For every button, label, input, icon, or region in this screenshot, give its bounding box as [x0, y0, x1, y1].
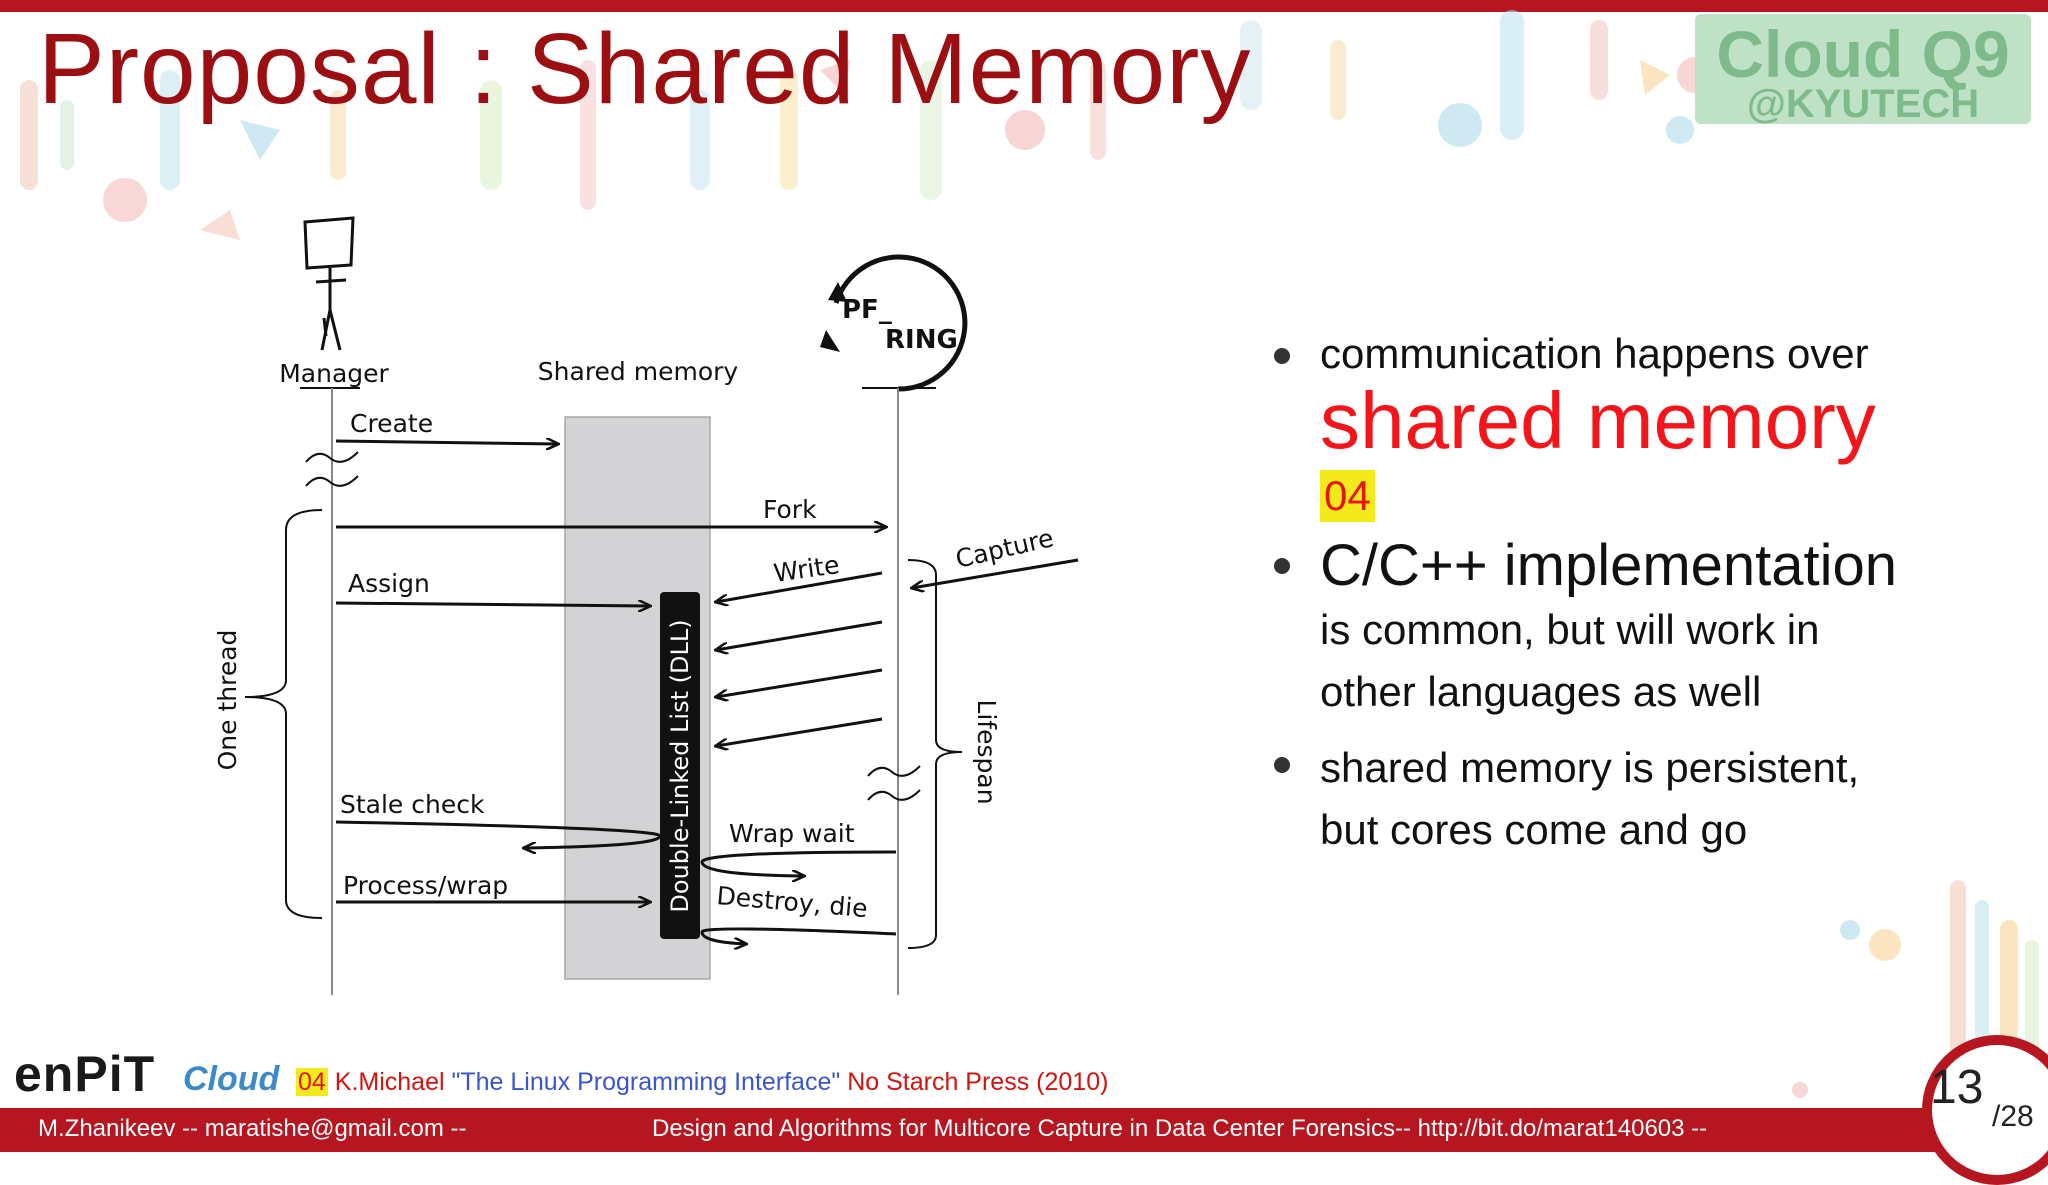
- bullet-2: C/C++ implementation is common, but will…: [1270, 532, 2010, 723]
- one-thread-label: One thread: [213, 630, 242, 771]
- bullet-1: communication happens over shared memory…: [1270, 330, 2010, 522]
- wrap-wait-arrow: [700, 850, 897, 876]
- assign-label: Assign: [348, 569, 430, 598]
- destroy-die-label: Destroy, die: [715, 881, 868, 923]
- bullet-dot-icon: [1274, 757, 1290, 773]
- dll-bar: [660, 592, 700, 939]
- dll-label: Double-Linked List (DLL): [666, 619, 694, 912]
- page-total: /28: [1992, 1100, 2034, 1133]
- logo-main-text: Cloud Q9: [1716, 17, 2010, 91]
- bullet-3-line-1: shared memory is persistent,: [1320, 744, 1860, 791]
- pf-ring-label-2: RING: [885, 325, 958, 355]
- lifespan-brace: [907, 559, 963, 949]
- create-arrow: [335, 441, 558, 444]
- bullet-1-highlight: shared memory: [1320, 376, 1876, 465]
- enpit-logo: enPiT: [14, 1046, 156, 1102]
- stale-check-arrow: [335, 820, 662, 848]
- stale-check-label: Stale check: [340, 790, 485, 819]
- bullet-3-line-2: but cores come and go: [1320, 806, 1748, 853]
- bullet-3: shared memory is persistent, but cores c…: [1270, 737, 2010, 861]
- write-arrow-3: [716, 668, 883, 697]
- break-squiggles: [305, 451, 921, 801]
- shared-memory-label: Shared memory: [538, 357, 739, 386]
- one-thread-brace: [244, 509, 323, 919]
- page-number: 13: [1930, 1061, 1984, 1114]
- reference-publisher: No Starch Press (2010): [847, 1068, 1109, 1096]
- write-arrow-4: [716, 717, 883, 746]
- footer-author: M.Zhanikeev -- maratishe@gmail.com --: [38, 1115, 467, 1142]
- bullet-2-line-1: C/C++ implementation: [1320, 533, 1898, 598]
- manager-label: Manager: [279, 359, 389, 388]
- citation-tag: 04: [1320, 470, 1375, 522]
- cloud-q9-logo: Cloud Q9 @KYUTECH: [1695, 14, 2031, 126]
- bullet-2-line-3: other languages as well: [1320, 668, 1762, 715]
- reference-tag: 04: [296, 1068, 328, 1096]
- write-arrow-2: [716, 620, 883, 650]
- capture-arrow: [912, 558, 1079, 588]
- destroy-die-arrow: [700, 927, 897, 944]
- write-arrow: [716, 571, 883, 602]
- footer-talk-title: Design and Algorithms for Multicore Capt…: [652, 1115, 1708, 1142]
- bottom-bar: [0, 1108, 2048, 1152]
- create-label: Create: [350, 409, 433, 438]
- reference-book: "The Linux Programming Interface": [451, 1068, 841, 1096]
- bullet-2-line-2: is common, but will work in: [1320, 606, 1820, 653]
- top-bar: [0, 0, 2048, 12]
- fork-label: Fork: [763, 495, 817, 524]
- pf-ring-label-1: PF_: [842, 295, 892, 325]
- bullet-1-line-1: communication happens over: [1320, 330, 1869, 377]
- bullet-list: communication happens over shared memory…: [1270, 330, 2010, 861]
- logo-sub-text: @KYUTECH: [1746, 82, 1980, 126]
- wrap-wait-label: Wrap wait: [729, 819, 855, 848]
- reference-author: K.Michael: [334, 1068, 445, 1096]
- assign-arrow: [335, 603, 650, 606]
- bullet-dot-icon: [1274, 558, 1290, 574]
- manager-figure-icon: [303, 216, 355, 351]
- pf-ring-icon: [820, 254, 968, 392]
- shared-memory-diagram: Double-Linked List (DLL) Manager Shared …: [213, 216, 1079, 995]
- reference-line: 04 K.Michael "The Linux Programming Inte…: [296, 1068, 1108, 1097]
- decorative-background: [20, 10, 2039, 1100]
- process-wrap-label: Process/wrap: [343, 871, 508, 900]
- bullet-dot-icon: [1274, 348, 1290, 364]
- lifespan-label: Lifespan: [972, 699, 1001, 804]
- enpit-cloud-logo: Cloud: [183, 1060, 280, 1098]
- slide-title: Proposal : Shared Memory: [38, 13, 1252, 125]
